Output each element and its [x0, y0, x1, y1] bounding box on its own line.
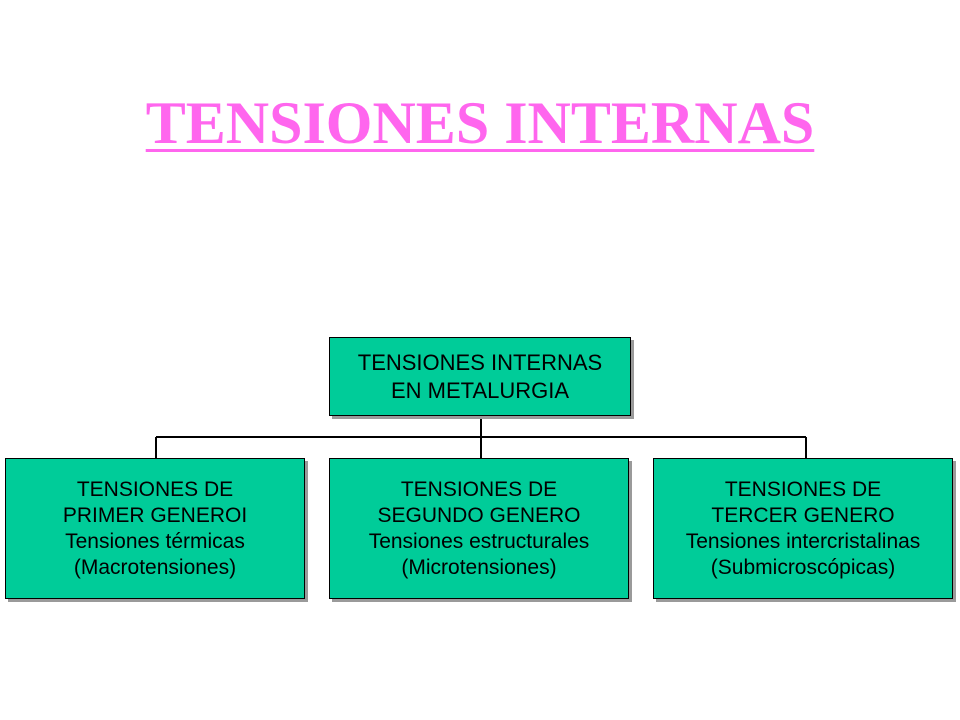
- child-node-line: SEGUNDO GENERO: [377, 503, 581, 527]
- child-node-line: TERCER GENERO: [711, 503, 895, 527]
- child-node-primer-genero: TENSIONES DE PRIMER GENEROI Tensiones té…: [5, 458, 305, 599]
- child-node-line: Tensiones térmicas: [65, 529, 245, 553]
- child-node-line: TENSIONES DE: [76, 477, 234, 501]
- root-node-line-2: EN METALURGIA: [390, 377, 570, 403]
- child-node-tercer-genero: TENSIONES DE TERCER GENERO Tensiones int…: [653, 458, 953, 599]
- child-node-line: TENSIONES DE: [400, 477, 558, 501]
- child-node-segundo-genero: TENSIONES DE SEGUNDO GENERO Tensiones es…: [329, 458, 629, 599]
- root-node-line-1: TENSIONES INTERNAS: [357, 349, 603, 375]
- child-node-line: PRIMER GENEROI: [62, 503, 248, 527]
- child-node-line: (Microtensiones): [401, 555, 557, 579]
- child-node-line: (Submicroscópicas): [710, 555, 896, 579]
- child-node-line: Tensiones estructurales: [368, 529, 590, 553]
- root-node: TENSIONES INTERNAS EN METALURGIA: [329, 337, 631, 416]
- child-node-line: TENSIONES DE: [724, 477, 882, 501]
- page-title: TENSIONES INTERNAS: [145, 90, 815, 156]
- child-node-line: (Macrotensiones): [73, 555, 237, 579]
- child-node-line: Tensiones intercristalinas: [685, 529, 921, 553]
